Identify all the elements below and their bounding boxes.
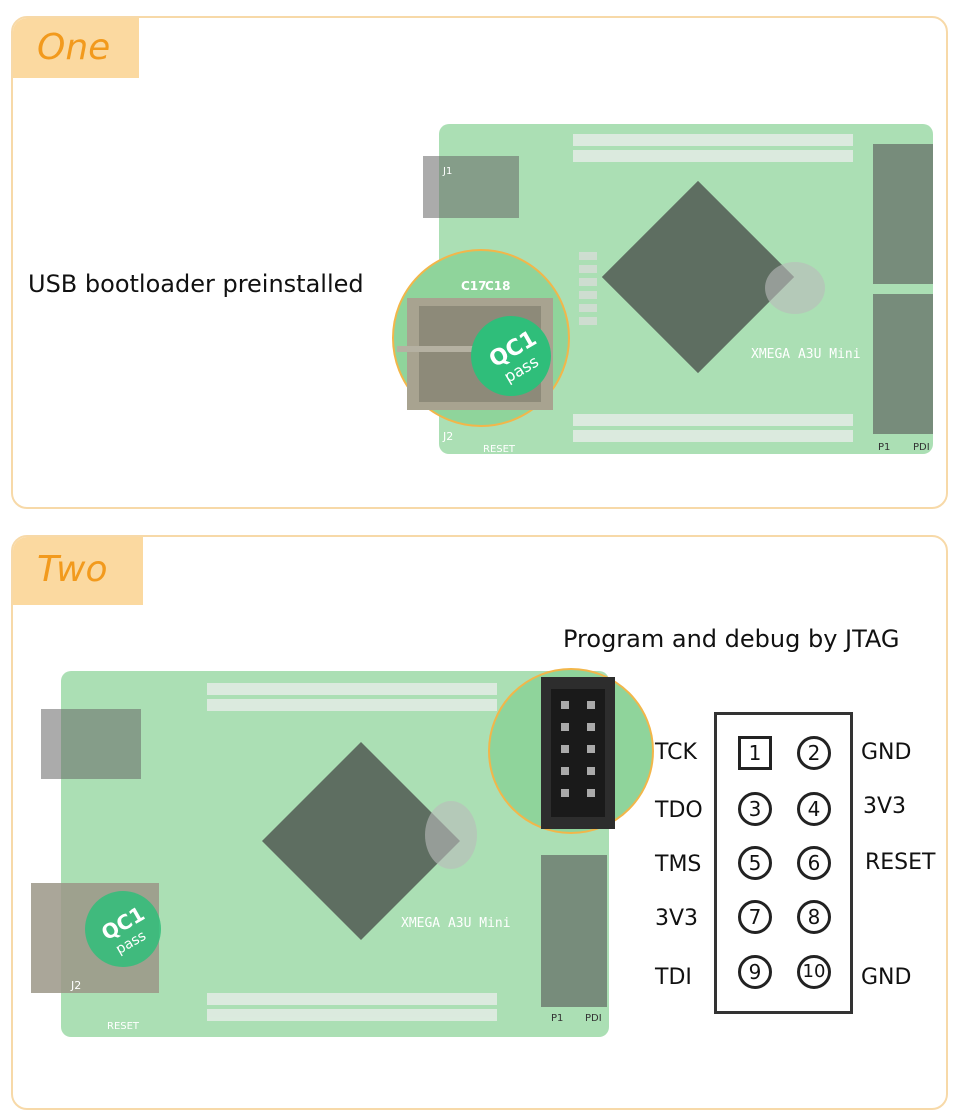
silk-pdi: PDI bbox=[913, 442, 930, 453]
silk-c17: C17 bbox=[461, 279, 487, 293]
pin-5: 5 bbox=[738, 846, 772, 880]
silk-j2-b: J2 bbox=[70, 979, 81, 992]
jtag-pinout-box: 1 2 3 4 5 6 7 8 9 10 bbox=[714, 712, 853, 1014]
section-two-tag: Two bbox=[13, 537, 143, 605]
section-two-panel: Two Program and debug by JTAG XMEGA A3U … bbox=[11, 535, 948, 1110]
pin-label-tms: TMS bbox=[655, 852, 702, 877]
section-one-tag: One bbox=[13, 18, 139, 78]
silk-p1: P1 bbox=[878, 442, 890, 453]
silk-p1-b: P1 bbox=[551, 1013, 563, 1024]
pin-label-reset: RESET bbox=[865, 850, 936, 875]
pin-9: 9 bbox=[738, 955, 772, 989]
pin-4: 4 bbox=[797, 792, 831, 826]
pin-label-gnd-top: GND bbox=[861, 740, 912, 765]
pin-label-tdo: TDO bbox=[655, 798, 703, 823]
chip-label-2: XMEGA A3U Mini bbox=[401, 916, 511, 931]
silk-c18: C18 bbox=[485, 279, 511, 293]
pin-label-tdi: TDI bbox=[655, 965, 692, 990]
jtag-caption: Program and debug by JTAG bbox=[563, 625, 900, 653]
pin-3: 3 bbox=[738, 792, 772, 826]
section-one-panel: One USB bootloader preinstalled XMEGA A3… bbox=[11, 16, 948, 509]
pin-label-3v3-left: 3V3 bbox=[655, 906, 699, 931]
board-image-usb: XMEGA A3U Mini J1 J2 P1 PDI RESET QC1 pa… bbox=[392, 124, 933, 455]
pin-label-gnd-bottom: GND bbox=[861, 965, 912, 990]
pin-label-3v3-right: 3V3 bbox=[863, 794, 907, 819]
pin-2: 2 bbox=[797, 736, 831, 770]
chip-label: XMEGA A3U Mini bbox=[751, 347, 861, 362]
pin-8: 8 bbox=[797, 900, 831, 934]
silk-j1: J1 bbox=[442, 166, 452, 177]
pin-10: 10 bbox=[797, 955, 831, 989]
pin-6: 6 bbox=[797, 846, 831, 880]
pin-1: 1 bbox=[738, 736, 772, 770]
silk-reset: RESET bbox=[483, 444, 516, 455]
silk-j2: J2 bbox=[442, 430, 453, 443]
pin-7: 7 bbox=[738, 900, 772, 934]
silk-reset-b: RESET bbox=[107, 1021, 140, 1032]
board-image-jtag: XMEGA A3U Mini QC1 pass J2 RESET P1 PDI bbox=[31, 668, 654, 1037]
pin-label-tck: TCK bbox=[655, 740, 697, 765]
usb-bootloader-caption: USB bootloader preinstalled bbox=[28, 270, 364, 298]
silk-pdi-b: PDI bbox=[585, 1013, 602, 1024]
